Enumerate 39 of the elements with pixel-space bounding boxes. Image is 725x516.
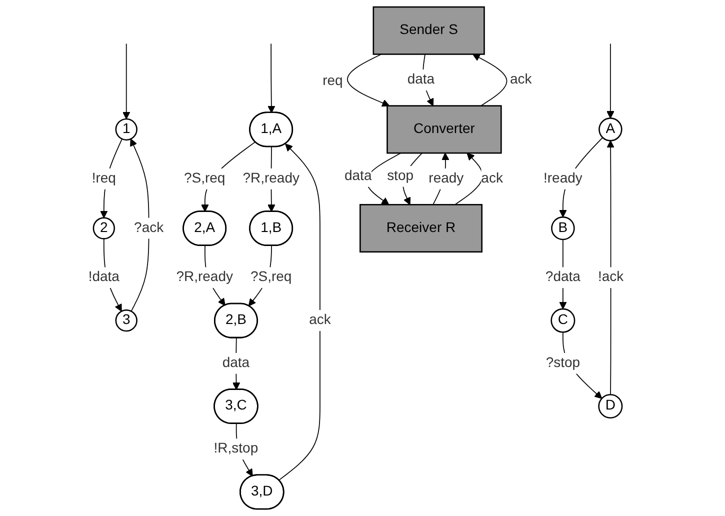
edge-label: !data xyxy=(88,270,120,285)
arrow xyxy=(278,144,320,481)
edge-label: ?S,req xyxy=(184,170,226,186)
node-circle: 3 xyxy=(115,309,138,332)
edge-label: ?S,req xyxy=(250,270,292,285)
arrow xyxy=(347,54,390,107)
edge-label: ?data xyxy=(545,270,580,285)
arrow xyxy=(268,43,276,114)
edge-label: data xyxy=(407,72,435,88)
edge-label: ack xyxy=(481,170,503,186)
node-box: Receiver R xyxy=(360,204,482,253)
arrow xyxy=(122,43,130,120)
edge-label: ready xyxy=(428,170,464,186)
edge-label: ack xyxy=(309,312,331,328)
arrow xyxy=(606,140,614,396)
node-circle: 1 xyxy=(115,118,138,141)
edge-label: !R,stop xyxy=(214,441,258,456)
arrow xyxy=(472,54,508,106)
node-box: Sender S xyxy=(372,6,485,55)
node-circle: B xyxy=(551,216,575,240)
node-circle: 2 xyxy=(92,217,115,240)
node-box: Converter xyxy=(386,105,502,154)
edge-label: ?R,ready xyxy=(176,270,233,285)
arrow xyxy=(454,152,483,206)
node-circle: D xyxy=(598,394,623,418)
node-circle: C xyxy=(550,308,576,333)
edge-label: !ready xyxy=(543,170,582,186)
arrow xyxy=(606,43,614,119)
edge-label: stop xyxy=(387,168,414,184)
edge-label: !ack xyxy=(598,270,624,285)
edge-label: ?stop xyxy=(546,356,580,370)
edge-label: !req xyxy=(92,170,116,186)
edge-label: ?R,ready xyxy=(242,170,300,186)
edge-label: data xyxy=(344,168,372,184)
edge-label: ack xyxy=(510,72,532,88)
node-circle: A xyxy=(598,118,622,142)
edge-label: req xyxy=(322,74,343,88)
edge-label: ?ack xyxy=(134,220,164,236)
edge-label: data xyxy=(222,356,250,370)
